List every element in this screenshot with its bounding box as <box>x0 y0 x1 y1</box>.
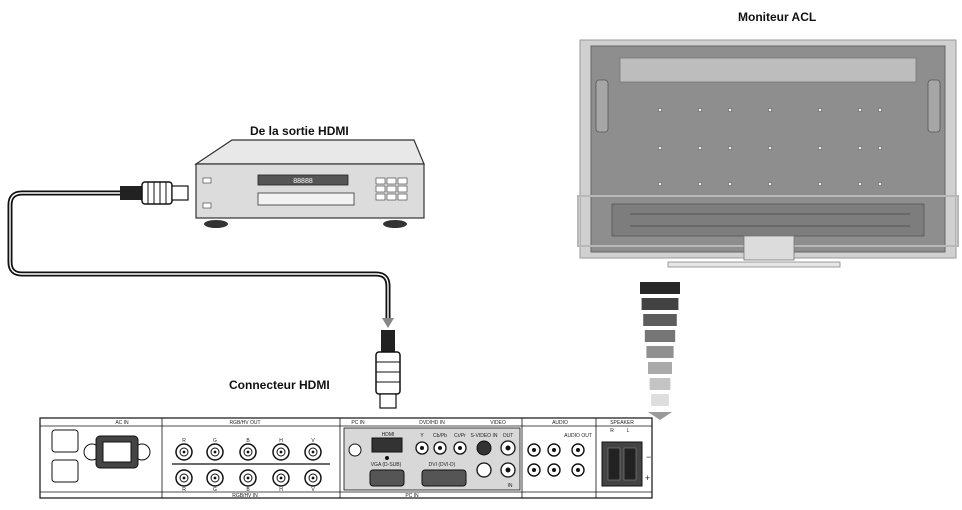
section-rgbhv-out: RGB/HV OUT <box>229 420 260 426</box>
monitor-label: Moniteur ACL <box>738 10 817 24</box>
source-label: De la sortie HDMI <box>250 124 349 138</box>
section-dvd-hd-in: DVD/HD IN <box>419 420 445 426</box>
hdmi-port <box>371 437 403 453</box>
hdmi-source-device: 88888 <box>194 139 425 228</box>
cbpb-port-label: Cb/Pb <box>433 433 447 439</box>
audio-jack <box>571 463 585 477</box>
speaker-r-label: R <box>610 428 614 434</box>
rgb-in-port-v: V <box>304 469 322 493</box>
hdmi-cable <box>7 181 401 409</box>
section-audio: AUDIO <box>552 420 568 426</box>
audio-out-label: AUDIO OUT <box>564 433 592 439</box>
section-pc-in-top: PC IN <box>351 420 365 426</box>
rgb-out-port-h: H <box>272 438 290 461</box>
rgb-in-port-r: R <box>175 469 193 493</box>
rgb-in-port-h: H <box>272 469 290 493</box>
hdmi-port-label: HDMI <box>382 432 395 438</box>
audio-jack <box>547 443 561 457</box>
video-in-label: IN <box>508 483 513 489</box>
section-ac-in: AC IN <box>115 420 129 426</box>
rgb-out-port-v: V <box>304 438 322 461</box>
audio-jack <box>527 463 541 477</box>
rgb-out-port-g-label: G <box>213 438 217 444</box>
dvi-port-label: DVI (DVI-D) <box>429 462 456 468</box>
dvi-port <box>421 469 467 487</box>
crpr-port-label: Cr/Pr <box>454 433 466 439</box>
rgb-out-port-g: G <box>206 438 224 461</box>
section-rgbhv-in: RGB/HV IN <box>232 493 258 499</box>
rgb-out-port-b: B <box>239 438 257 461</box>
rgb-in-port-b-label: B <box>246 487 250 493</box>
speaker-minus: − <box>646 452 651 462</box>
vga-port-label: VGA (D-SUB) <box>371 462 402 468</box>
y-port-label: Y <box>420 433 424 439</box>
rgb-in-port-r-label: R <box>182 487 186 493</box>
rgb-in-port-b: B <box>239 469 257 493</box>
rgb-in-port-g-label: G <box>213 487 217 493</box>
rgb-out-port-b-label: B <box>246 438 250 444</box>
downward-indicator-arrow <box>640 282 680 420</box>
speaker-l-label: L <box>627 428 630 434</box>
rgb-out-port-r: R <box>175 438 193 461</box>
rgb-in-port-h-label: H <box>279 487 283 493</box>
rgb-in-port-g: G <box>206 469 224 493</box>
svideo-port-label: S-VIDEO IN <box>471 433 498 439</box>
rgb-in-port-v-label: V <box>311 487 315 493</box>
audio-jack <box>527 443 541 457</box>
dvd-display: 88888 <box>293 178 313 185</box>
speaker-plus: + <box>645 473 650 483</box>
section-speaker: SPEAKER <box>610 420 634 426</box>
audio-jack <box>547 463 561 477</box>
connector-label: Connecteur HDMI <box>229 378 330 392</box>
rgb-out-port-r-label: R <box>182 438 186 444</box>
audio-jack <box>571 443 585 457</box>
rgb-out-port-v-label: V <box>311 438 315 444</box>
video-out-label: OUT <box>503 433 514 439</box>
rear-connector-panel: AC IN RGB/HV OUT PC IN DVD/HD IN VIDEO A… <box>39 417 653 499</box>
vga-port <box>369 469 405 487</box>
section-pc-in-bottom: PC IN <box>405 493 419 499</box>
lcd-monitor <box>577 39 959 268</box>
rgb-out-port-h-label: H <box>279 438 283 444</box>
section-video: VIDEO <box>490 420 506 426</box>
